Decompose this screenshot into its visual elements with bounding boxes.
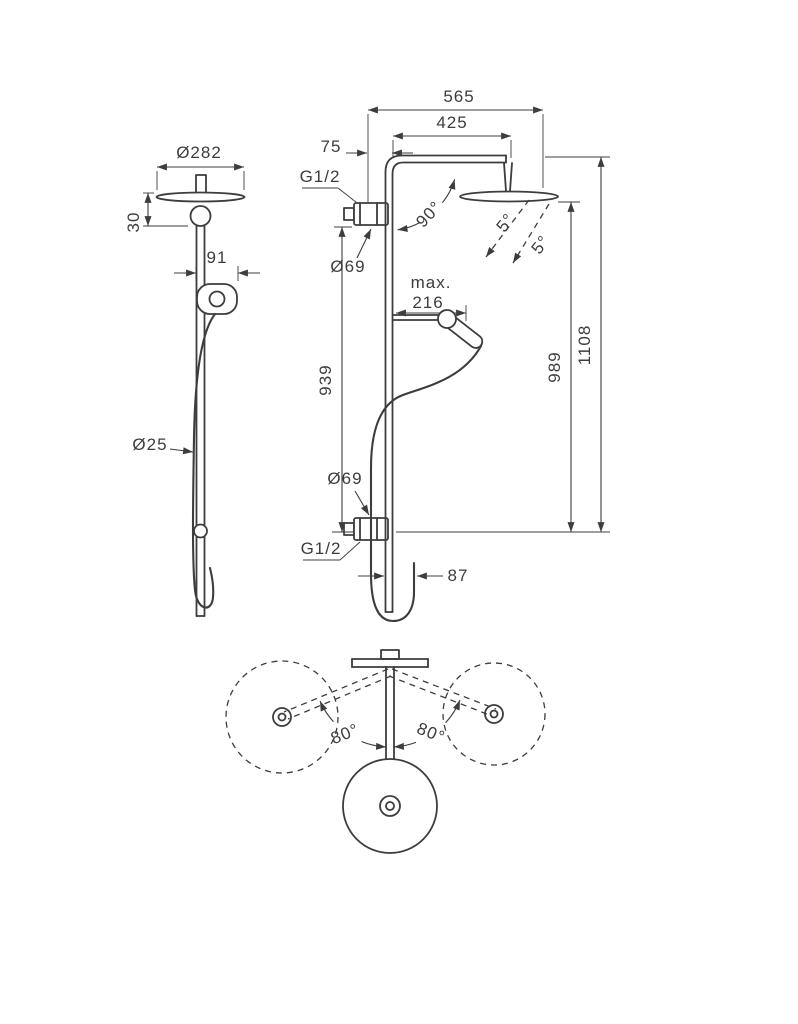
dim-max-reach-label: 216: [412, 293, 443, 312]
escutcheon-bottom: [343, 517, 389, 541]
dim-pipe-diameter-label: Ø25: [132, 435, 167, 454]
dim-head-diameter: Ø282: [156, 143, 245, 190]
dim-hose-offset: 87: [358, 566, 469, 588]
pipe-connector-side: [193, 523, 208, 539]
dim-total-height-label: 1108: [575, 325, 594, 366]
dim-hose-offset-label: 87: [448, 566, 469, 585]
riser-and-arm: [384, 154, 507, 613]
dim-total-width-label: 565: [443, 87, 474, 106]
dim-swivel-angle: 90°: [397, 179, 456, 233]
dim-total-width: 565: [367, 87, 544, 203]
dim-arm-reach: 425: [392, 113, 512, 158]
dim-swing-left: 80°: [319, 700, 387, 750]
dim-swing-left-label: 80°: [328, 720, 362, 748]
front-view: 565 425 75 G1/2: [300, 87, 610, 623]
overhead-shower-front: [459, 162, 559, 203]
connection-label-top: G1/2: [300, 167, 362, 207]
dim-pipe-diameter: Ø25: [132, 435, 194, 455]
dim-max-label: max.: [411, 273, 452, 292]
escutcheon-top: [343, 202, 389, 226]
dim-head-diameter-label: Ø282: [176, 143, 222, 162]
dim-tilt-angles: 5° 5°: [485, 199, 554, 264]
top-view: 80° 80°: [225, 649, 546, 854]
riser-pipe-side: [195, 225, 206, 617]
dim-tilt-angle-1-label: 5°: [493, 210, 519, 236]
dim-height-to-head: 989: [545, 201, 580, 532]
handshower-side: [196, 283, 238, 315]
dim-max-reach: max. 216: [396, 273, 467, 321]
handshower-front: [392, 309, 484, 349]
dim-escutcheon-bottom-label: Ø69: [327, 469, 362, 488]
dim-wall-offset: 75: [321, 137, 413, 157]
dim-tilt-angle-2-label: 5°: [528, 232, 554, 258]
side-view: Ø282 30 91: [124, 143, 260, 617]
dim-total-height: 1108: [396, 156, 610, 533]
swing-position-right: [388, 662, 546, 766]
dim-arm-reach-label: 425: [436, 113, 467, 132]
hose-front: [369, 344, 483, 623]
dim-height-to-head-label: 989: [545, 351, 564, 382]
dim-swing-right-label: 80°: [414, 719, 448, 747]
dim-escutcheon-top: Ø69: [330, 228, 372, 276]
dim-handshower-width: 91: [174, 248, 260, 281]
hose-side: [191, 312, 217, 609]
connection-label-top-text: G1/2: [300, 167, 341, 186]
dim-swivel-angle-label: 90°: [412, 197, 445, 231]
connection-label-bottom-text: G1/2: [301, 539, 342, 558]
overhead-shower-top: [342, 758, 438, 854]
dim-bar-height: 939: [316, 226, 354, 533]
swing-position-left: [225, 660, 392, 774]
dim-wall-offset-label: 75: [321, 137, 342, 156]
dim-escutcheon-top-label: Ø69: [330, 257, 365, 276]
connection-label-bottom: G1/2: [301, 539, 361, 561]
overhead-shower-side: [155, 174, 246, 227]
dim-head-height: 30: [124, 192, 188, 233]
dim-head-height-label: 30: [124, 212, 143, 233]
dim-escutcheon-bottom: Ø69: [327, 469, 370, 516]
dim-handshower-width-label: 91: [207, 248, 228, 267]
dim-bar-height-label: 939: [316, 364, 335, 395]
wall-bracket-top: [351, 649, 429, 668]
